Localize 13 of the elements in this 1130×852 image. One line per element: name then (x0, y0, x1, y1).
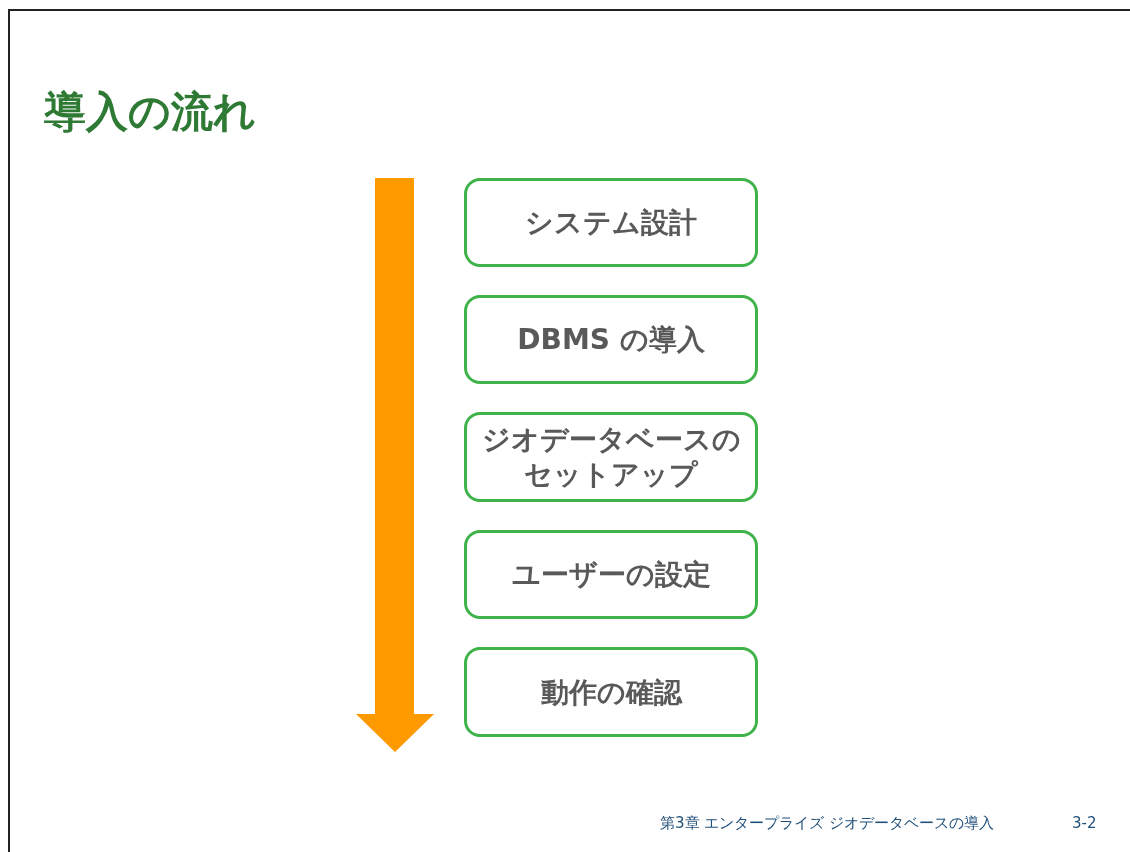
step-text: システム設計 (524, 205, 698, 240)
step-text: DBMS の導入 (516, 322, 706, 357)
step-box (464, 647, 758, 737)
step-box (464, 178, 758, 267)
step-box (464, 412, 758, 502)
step-text: 動作の確認 (539, 674, 684, 710)
step-text: ジオデータベースのセットアップ (480, 422, 742, 492)
footer-text: 第3章 エンタープライズ ジオデータベースの導入 (660, 814, 995, 833)
step-box (464, 530, 758, 619)
page-number: 3-2 (1072, 814, 1097, 832)
step-text: ユーザーの設定 (510, 557, 712, 592)
step-box (464, 295, 758, 384)
slide-title: 導入の流れ (44, 86, 256, 138)
